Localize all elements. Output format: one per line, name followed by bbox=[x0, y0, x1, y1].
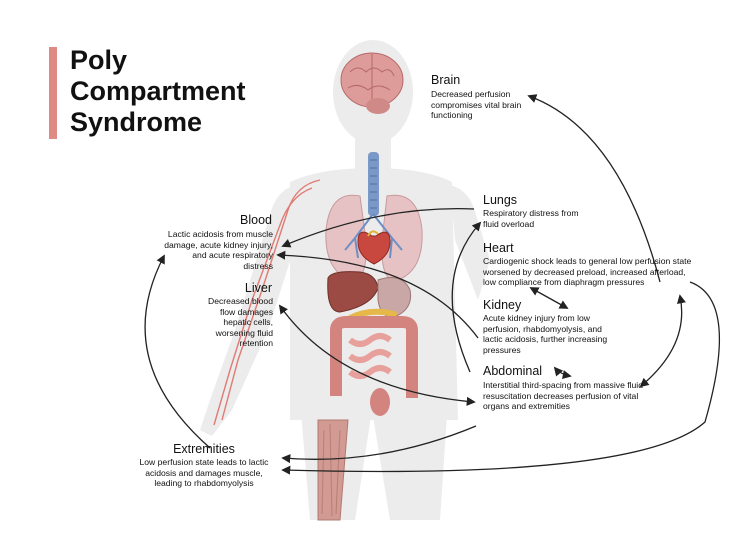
arrow-heart-to-brain bbox=[527, 94, 661, 283]
lungs-body: Respiratory distress from fluid overload bbox=[483, 208, 579, 229]
kidney-body: Acute kidney injury from low perfusion, … bbox=[483, 313, 608, 355]
title-accent-bar bbox=[49, 47, 57, 139]
lungs-icon bbox=[325, 194, 423, 281]
arrow-lungs-to-blood bbox=[281, 208, 475, 248]
page-title: Poly Compartment Syndrome bbox=[70, 45, 246, 138]
extremities-title: Extremities bbox=[173, 442, 235, 456]
liver-body: Decreased blood flow damages hepatic cel… bbox=[208, 296, 273, 349]
abdominal-body: Interstitial third-spacing from massive … bbox=[483, 380, 643, 412]
trachea-icon bbox=[368, 152, 379, 216]
arrow-extremities-to-blood bbox=[144, 254, 211, 449]
brain-body: Decreased perfusion compromises vital br… bbox=[431, 89, 522, 121]
heart-title: Heart bbox=[483, 241, 514, 255]
extremities-body: Low perfusion state leads to lactic acid… bbox=[139, 457, 269, 489]
title-line-2: Compartment bbox=[70, 76, 246, 106]
heart-icon bbox=[357, 230, 391, 265]
arrow-abdominal-to-extremities bbox=[281, 425, 477, 464]
arrow-kidney-abdominal bbox=[553, 366, 572, 380]
brain-icon bbox=[340, 52, 404, 114]
blood-body: Lactic acidosis from muscle damage, acut… bbox=[164, 229, 273, 271]
lungs-title: Lungs bbox=[483, 193, 518, 207]
bladder-icon bbox=[370, 388, 390, 416]
arrow-abdominal-liver bbox=[278, 304, 476, 406]
arrow-heart-kidney bbox=[529, 287, 569, 309]
arm-vessels bbox=[213, 179, 321, 426]
arrows bbox=[144, 94, 720, 475]
title-line-3: Syndrome bbox=[70, 107, 203, 137]
kidney-title: Kidney bbox=[483, 298, 522, 312]
heart-body: Cardiogenic shock leads to general low p… bbox=[483, 256, 692, 288]
blood-title: Blood bbox=[240, 213, 272, 227]
thigh-muscle-icon bbox=[317, 419, 349, 521]
title-line-1: Poly bbox=[70, 45, 128, 75]
brain-title: Brain bbox=[431, 73, 461, 87]
liver-title: Liver bbox=[244, 281, 272, 295]
abdominal-title: Abdominal bbox=[483, 364, 543, 378]
arrow-heart-to-extremities bbox=[281, 281, 720, 475]
arrow-heart-abdominal bbox=[639, 294, 686, 388]
